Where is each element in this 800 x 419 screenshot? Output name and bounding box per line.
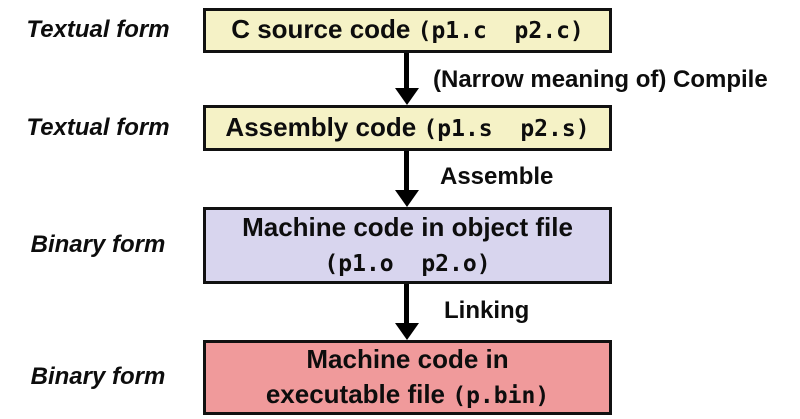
form-type-label-textual-1: Textual form [26,16,170,43]
compile-arrow-label: (Narrow meaning of) Compile [433,66,768,93]
form-type-label-binary-2: Binary form [30,363,166,390]
linking-arrow-head-icon [395,323,419,340]
stage-box-assembly: Assembly code (p1.s p2.s) [203,105,612,151]
stage-box-label-line1: Machine code in object file [242,211,573,242]
stage-box-c-source: C source code (p1.c p2.c) [203,8,612,53]
stage-box-label-line2: (p1.o p2.o) [324,250,491,277]
linking-arrow-label: Linking [444,297,530,324]
stage-box-label: Assembly code (p1.s p2.s) [225,111,590,142]
stage-box-executable-file: Machine code in executable file (p.bin) [203,340,612,415]
form-type-label-binary-1: Binary form [30,231,166,258]
assemble-arrow-label: Assemble [440,163,554,190]
linking-arrow-shaft [404,284,409,324]
stage-box-label: C source code (p1.c p2.c) [231,14,584,44]
compile-arrow-head-icon [395,88,419,105]
compile-arrow-shaft [404,53,409,90]
stage-box-label-line2: executable file (p.bin) [265,378,550,409]
assemble-arrow-head-icon [395,190,419,207]
stage-box-object-file: Machine code in object file (p1.o p2.o) [203,207,612,284]
form-type-label-textual-2: Textual form [26,114,170,141]
stage-box-label-line1: Machine code in [306,343,509,374]
assemble-arrow-shaft [404,151,409,192]
